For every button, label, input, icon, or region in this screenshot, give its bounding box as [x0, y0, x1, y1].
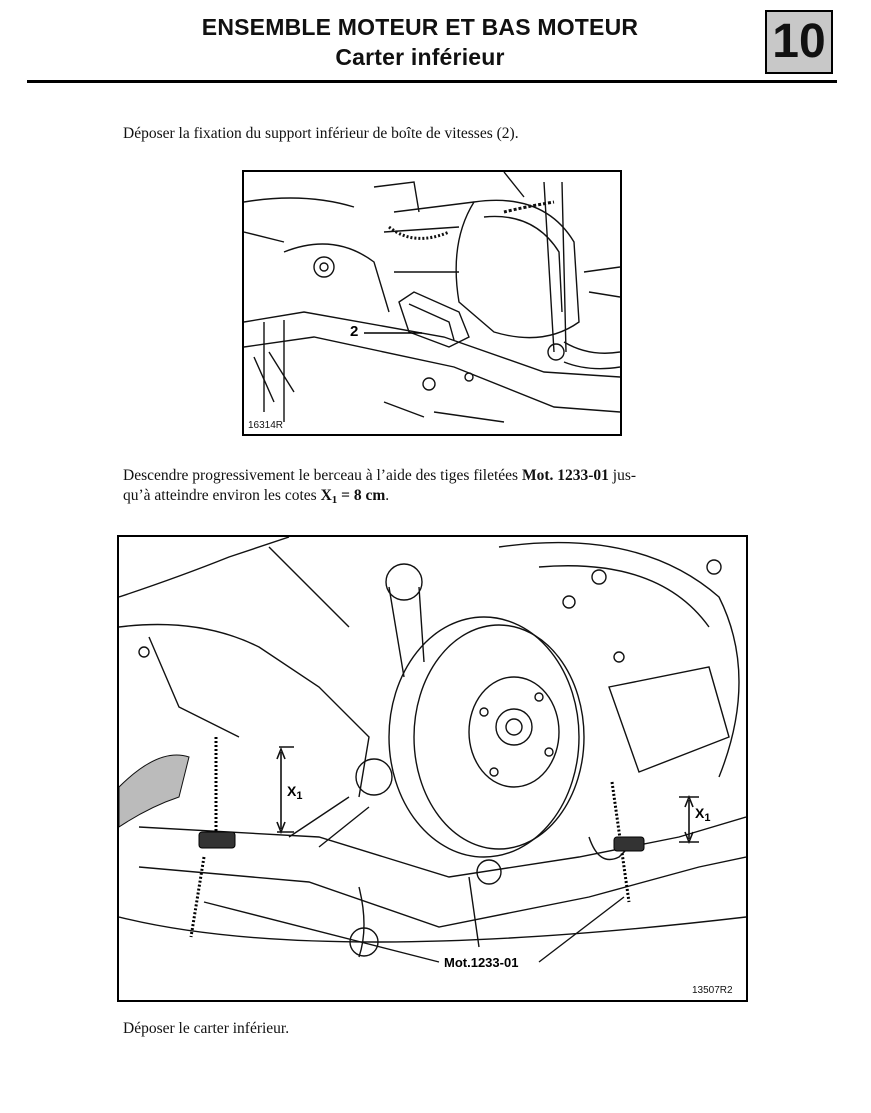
- figure-subframe-lowering: X1 X1 Mot.1233-01 13507R2: [117, 535, 748, 1002]
- figure1-callout-2: 2: [350, 323, 359, 340]
- page-header: ENSEMBLE MOTEUR ET BAS MOTEUR Carter inf…: [100, 12, 740, 72]
- dimension-x1: X1 = 8 cm: [320, 487, 386, 506]
- gearbox-support-illustration: [244, 172, 620, 423]
- figure2-dim-x1-left: X1: [287, 783, 303, 802]
- figure1-reference: 16314R: [248, 420, 284, 431]
- subframe-lowering-illustration: [119, 537, 746, 963]
- header-title-line2: Carter inférieur: [335, 44, 505, 70]
- step-3-text: Déposer le carter inférieur.: [123, 1020, 290, 1037]
- figure-gearbox-support: 2 16314R: [242, 170, 622, 436]
- chapter-number-badge: 10: [765, 10, 833, 74]
- step-1-text: Déposer la fixation du support inférieur…: [123, 125, 519, 142]
- figure2-reference: 13507R2: [692, 985, 733, 996]
- header-title-line1: ENSEMBLE MOTEUR ET BAS MOTEUR: [201, 14, 639, 40]
- header-divider: [27, 80, 837, 83]
- tool-reference: Mot. 1233-01: [521, 467, 609, 484]
- figure2-dim-x1-right: X1: [695, 805, 711, 824]
- figure2-tool-callout: Mot.1233-01: [444, 955, 519, 970]
- step-2-text: Descendre progressivement le berceau à l…: [123, 467, 637, 506]
